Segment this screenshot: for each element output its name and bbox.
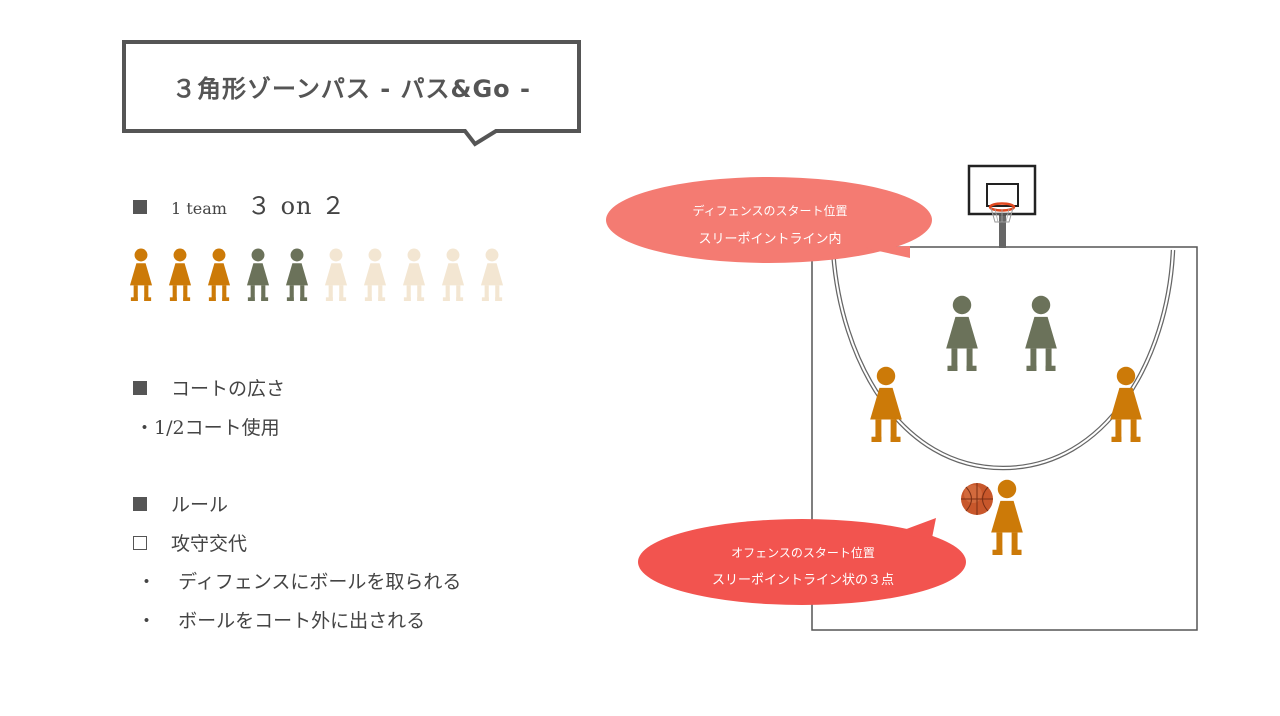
title-box: ３角形ゾーンパス - パス&Go - [122,40,581,147]
offense-player-icon [870,366,902,442]
checkbox-square-icon [133,536,147,550]
team-line: 1 team ３ on ２ [133,186,346,221]
offense-player-icon [207,248,231,301]
team-format: ３ on ２ [246,192,347,220]
rules-heading: ルール [133,490,228,517]
basketball-icon [961,483,993,515]
offense-callout-line1: オフェンスのスタート位置 [731,546,875,560]
bullet-square-icon [133,381,147,395]
defense-player-icon [1025,295,1057,371]
defense-callout-line1: ディフェンスのスタート位置 [692,204,848,218]
inactive-player-icon [441,248,465,301]
court-size-detail: ・1/2コート使用 [135,417,280,439]
rules-subheading: 攻守交代 [133,529,247,556]
defense-player-icon [246,248,270,301]
rules-label: ルール [171,494,229,516]
offense-callout-line2: スリーポイントライン状の３点 [711,573,894,588]
defense-player-icon [946,295,978,371]
rule-bullet: ・ [137,571,157,593]
court-size-heading: コートの広さ [133,374,285,401]
offense-bubble-shape [638,518,966,605]
player-icon-row [128,246,508,310]
bullet-square-icon [133,200,147,214]
rule-item: ・ ボールをコート外に出される [137,606,425,633]
page-title: ３角形ゾーンパス - パス&Go - [172,75,531,103]
offense-player-icon [168,248,192,301]
offense-player-icon [129,248,153,301]
offense-player-icon [1110,366,1142,442]
team-count: 1 team [171,199,227,218]
inactive-player-icon [324,248,348,301]
three-point-line-inner [832,249,1174,470]
defense-bubble-shape [606,177,932,263]
defense-player-icon [285,248,309,301]
inactive-player-icon [480,248,504,301]
rule-item-text: ディフェンスにボールを取られる [178,571,462,593]
rule-item-text: ボールをコート外に出される [178,610,426,632]
speech-box-outline [122,40,581,147]
rule-bullet: ・ [137,610,157,632]
court-size-label: コートの広さ [171,378,286,400]
inactive-player-icon [363,248,387,301]
rule-item: ・ ディフェンスにボールを取られる [137,567,461,594]
rules-subheading-label: 攻守交代 [171,533,248,555]
player-icons [129,248,504,301]
defense-start-callout: ディフェンスのスタート位置 スリーポイントライン内 [605,176,935,268]
bullet-square-icon [133,497,147,511]
basketball-hoop-icon [967,164,1037,248]
defense-callout-line2: スリーポイントライン内 [698,232,842,247]
three-point-line-outer [830,249,1176,471]
offense-player-icon [991,479,1023,555]
offense-start-callout: オフェンスのスタート位置 スリーポイントライン状の３点 [638,514,968,608]
inactive-player-icon [402,248,426,301]
